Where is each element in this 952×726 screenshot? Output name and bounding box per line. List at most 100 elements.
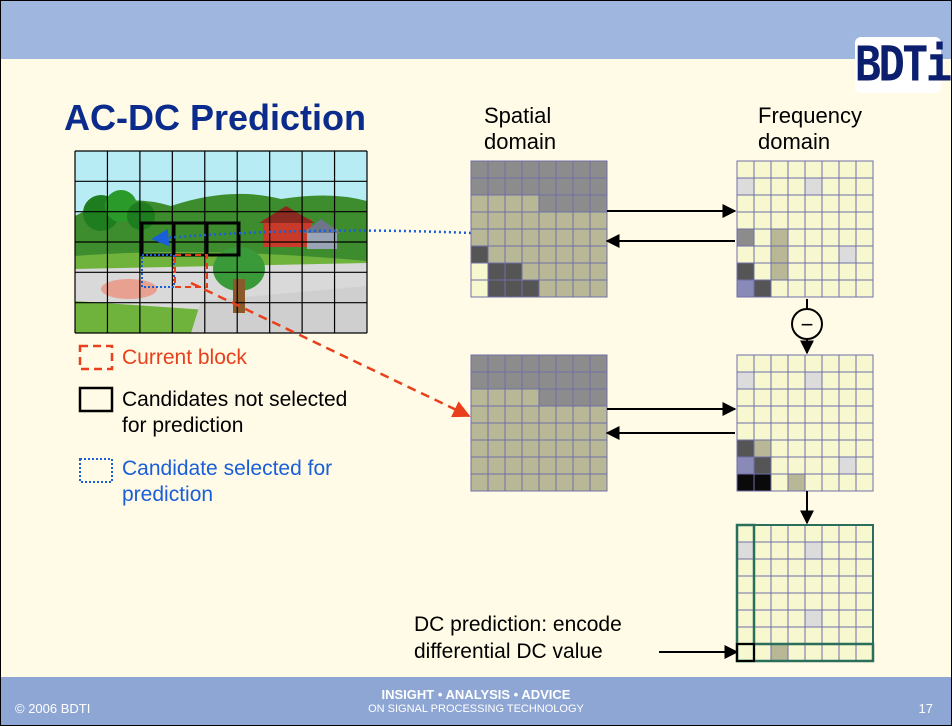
frequency-current-cell — [838, 439, 857, 458]
frequency-current-cell — [736, 405, 755, 424]
spatial-grid-candidate — [470, 160, 608, 298]
frequency-header-line2: domain — [758, 129, 831, 154]
frequency-current-cell — [770, 405, 789, 424]
frequency-differential-cell — [838, 558, 857, 577]
frequency-current-cell — [736, 422, 755, 441]
spatial-candidate-cell — [521, 160, 540, 179]
spatial-current-cell — [589, 439, 608, 458]
frequency-current-cell — [753, 439, 772, 458]
footer-bar: © 2006 BDTI INSIGHT • ANALYSIS • ADVICE … — [1, 677, 951, 725]
spatial-candidate-cell — [470, 160, 489, 179]
frequency-differential-cell — [736, 524, 755, 543]
bdti-logo: BDTi — [855, 36, 951, 93]
frequency-candidate-cell — [804, 177, 823, 196]
spatial-current-cell — [538, 439, 557, 458]
spatial-candidate-cell — [589, 194, 608, 213]
frequency-current-cell — [787, 371, 806, 390]
frequency-candidate-cell — [804, 160, 823, 179]
frequency-current-cell — [821, 422, 840, 441]
frequency-candidate-cell — [855, 194, 874, 213]
spatial-candidate-cell — [521, 262, 540, 281]
page-number: 17 — [918, 701, 933, 716]
frequency-current-cell — [838, 422, 857, 441]
spatial-current-cell — [538, 456, 557, 475]
frequency-current-cell — [804, 422, 823, 441]
spatial-candidate-cell — [555, 228, 574, 247]
frequency-candidate-cell — [821, 279, 840, 298]
frequency-current-cell — [753, 473, 772, 492]
frequency-differential-cell — [855, 609, 874, 628]
spatial-current-cell — [504, 405, 523, 424]
spatial-candidate-cell — [555, 245, 574, 264]
frequency-current-cell — [753, 371, 772, 390]
frequency-differential-cell — [787, 592, 806, 611]
frequency-differential-cell — [787, 524, 806, 543]
frequency-candidate-cell — [838, 194, 857, 213]
frequency-candidate-cell — [804, 211, 823, 230]
spatial-candidate-cell — [572, 262, 591, 281]
frequency-current-cell — [838, 371, 857, 390]
frequency-candidate-cell — [821, 160, 840, 179]
spatial-current-cell — [521, 422, 540, 441]
frequency-candidate-cell — [855, 160, 874, 179]
legend-not-selected: Candidates not selected for prediction — [122, 387, 347, 439]
spatial-candidate-cell — [487, 245, 506, 264]
frequency-current-cell — [770, 473, 789, 492]
frequency-candidate-cell — [736, 262, 755, 281]
frequency-differential-cell — [787, 558, 806, 577]
frequency-current-cell — [736, 456, 755, 475]
frequency-differential-cell — [821, 626, 840, 645]
legend-current-block: Current block — [122, 346, 247, 369]
frequency-differential-cell — [736, 609, 755, 628]
spatial-current-cell — [589, 405, 608, 424]
spatial-candidate-cell — [487, 228, 506, 247]
spatial-candidate-cell — [555, 177, 574, 196]
frequency-candidate-cell — [787, 160, 806, 179]
frequency-candidate-cell — [770, 228, 789, 247]
spatial-candidate-cell — [470, 228, 489, 247]
frequency-differential-cell — [821, 541, 840, 560]
frequency-differential-cell — [736, 558, 755, 577]
spatial-current-cell — [538, 405, 557, 424]
spatial-candidate-cell — [589, 245, 608, 264]
spatial-current-cell — [572, 456, 591, 475]
spatial-candidate-cell — [572, 279, 591, 298]
spatial-candidate-cell — [470, 262, 489, 281]
frequency-candidate-cell — [753, 211, 772, 230]
frequency-grid-differential — [735, 523, 875, 663]
frequency-current-cell — [770, 388, 789, 407]
frequency-candidate-cell — [821, 262, 840, 281]
spatial-candidate-cell — [538, 245, 557, 264]
frequency-candidate-cell — [804, 228, 823, 247]
frequency-differential-cell — [838, 626, 857, 645]
spatial-candidate-cell — [589, 177, 608, 196]
spatial-current-cell — [487, 388, 506, 407]
spatial-candidate-cell — [538, 160, 557, 179]
frequency-current-cell — [804, 439, 823, 458]
spatial-current-cell — [470, 388, 489, 407]
frequency-candidate-cell — [838, 245, 857, 264]
frequency-differential-cell — [753, 643, 772, 662]
frequency-current-cell — [787, 473, 806, 492]
spatial-candidate-cell — [521, 245, 540, 264]
frequency-differential-cell — [838, 609, 857, 628]
spatial-candidate-cell — [589, 160, 608, 179]
frequency-differential-cell — [736, 541, 755, 560]
frequency-differential-cell — [838, 592, 857, 611]
frequency-candidate-cell — [736, 194, 755, 213]
frequency-differential-cell — [804, 643, 823, 662]
frequency-current-cell — [736, 473, 755, 492]
frequency-candidate-cell — [855, 279, 874, 298]
frequency-current-cell — [804, 456, 823, 475]
spatial-candidate-cell — [572, 160, 591, 179]
spatial-candidate-cell — [572, 177, 591, 196]
frequency-differential-cell — [787, 626, 806, 645]
spatial-current-cell — [572, 473, 591, 492]
spatial-candidate-cell — [572, 211, 591, 230]
frequency-candidate-cell — [821, 211, 840, 230]
frequency-candidate-cell — [855, 177, 874, 196]
spatial-current-cell — [470, 473, 489, 492]
spatial-current-cell — [538, 388, 557, 407]
frequency-current-cell — [736, 354, 755, 373]
